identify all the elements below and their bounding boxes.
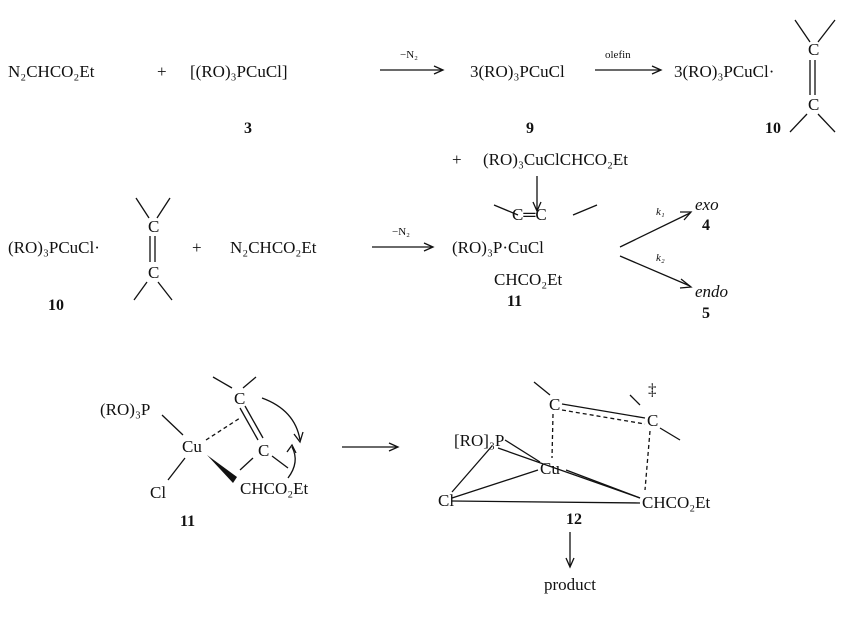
curved-arrow xyxy=(261,397,301,441)
olefin-bond xyxy=(659,427,681,441)
ts-phosphite-ligand: [RO]₃P xyxy=(454,431,504,450)
intermediate-olefin: C═C xyxy=(512,205,547,224)
arrow-head xyxy=(651,65,663,75)
olefin-bond xyxy=(212,376,233,389)
olefin-carbon: C xyxy=(808,95,819,114)
diazo-ester: N₂CHCO₂Et xyxy=(8,62,95,81)
wedge-bond xyxy=(207,455,237,483)
plus-sign: + xyxy=(157,62,167,81)
curved-arrow xyxy=(287,446,296,479)
arrow-head xyxy=(679,278,693,289)
compound-number-11: 11 xyxy=(180,513,195,530)
arrow-label-olefin: olefin xyxy=(605,49,631,61)
olefin-bond xyxy=(629,394,641,406)
compound-number-10: 10 xyxy=(765,120,781,137)
plus-sign: + xyxy=(192,238,202,257)
olefin-bond xyxy=(789,113,808,133)
ts-partial-bond xyxy=(561,409,646,425)
copper-atom: Cu xyxy=(182,437,202,456)
olefin-bond xyxy=(533,381,551,396)
compound-number-9: 9 xyxy=(526,120,534,137)
arrow-head xyxy=(565,557,575,569)
olefin-bond xyxy=(157,281,173,301)
arrow-head xyxy=(680,211,693,221)
arrow-head xyxy=(423,242,435,252)
double-bond xyxy=(244,405,264,439)
product-label: product xyxy=(544,575,596,594)
ts-cu-olefin-bond xyxy=(551,413,554,459)
compound-number-3: 3 xyxy=(244,120,252,137)
olefin-bond xyxy=(271,455,289,469)
compound-number-12: 12 xyxy=(566,511,582,528)
olefin-bond xyxy=(817,113,836,133)
compound-number-4: 4 xyxy=(702,217,710,234)
ts-p-cl-line xyxy=(451,445,493,493)
olefin-bond xyxy=(239,457,254,471)
olefin-carbon: C xyxy=(148,217,159,236)
catalyst-formula: [(RO)₃PCuCl] xyxy=(190,62,288,81)
ts-olefin-carbon: C xyxy=(549,395,560,414)
pi-coordination-bond xyxy=(205,417,241,441)
intermediate-metal-complex: (RO)₃P·CuCl xyxy=(452,238,544,257)
olefin-bond xyxy=(794,19,811,43)
diazo-ester: N₂CHCO₂Et xyxy=(230,238,317,257)
copper-carbenoid-byproduct: (RO)₃CuClCHCO₂Et xyxy=(483,150,628,169)
double-bond xyxy=(239,407,259,441)
ts-cl-c-line xyxy=(451,500,641,504)
ts-carbene-group: CHCO₂Et xyxy=(642,493,711,512)
endo-arrow xyxy=(619,255,691,287)
p-cu-bond xyxy=(161,414,184,436)
olefin-carbon: C xyxy=(258,441,269,460)
intermediate-carbene: CHCO₂Et xyxy=(494,270,563,289)
ts-cl-cu-line xyxy=(451,469,539,499)
ts-cu-c-line xyxy=(565,469,641,499)
compound-number-5: 5 xyxy=(702,305,710,322)
ts-chloride-atom: Cl xyxy=(438,491,454,510)
ts-copper-atom: Cu xyxy=(540,459,560,478)
cu-cl-bond xyxy=(167,457,186,481)
olefin-bond xyxy=(135,197,150,219)
arrow-head xyxy=(286,443,297,454)
transition-state-symbol: ‡ xyxy=(648,380,657,399)
olefin-carbon: C xyxy=(234,389,245,408)
olefin-bond xyxy=(572,204,598,216)
monomer-formula: 3(RO)₃PCuCl xyxy=(470,62,565,81)
olefin-carbon: C xyxy=(148,263,159,282)
exo-arrow xyxy=(619,212,691,248)
ts-olefin-carbon: C xyxy=(647,411,658,430)
arrow-head xyxy=(532,201,542,213)
compound-number-10: 10 xyxy=(48,297,64,314)
chloride-atom: Cl xyxy=(150,483,166,502)
olefin-complex-formula: (RO)₃PCuCl· xyxy=(8,238,100,257)
exo-product: exo xyxy=(695,195,719,214)
arrow-label-n2-loss: −N₂ xyxy=(392,226,410,238)
arrow-label-n2-loss: −N₂ xyxy=(400,49,418,61)
arrow-head xyxy=(433,65,445,75)
rate-constant-k2: k₂ xyxy=(656,252,665,264)
arrow-head xyxy=(388,442,400,452)
phosphite-ligand: (RO)₃P xyxy=(100,400,150,419)
olefin-bond xyxy=(493,204,519,216)
arrow-head xyxy=(293,431,304,444)
ts-forming-bond xyxy=(644,430,651,491)
olefin-bond xyxy=(817,19,836,43)
ts-p-cu-bond xyxy=(504,439,541,463)
olefin-bond xyxy=(156,197,171,219)
olefin-complex-formula: 3(RO)₃PCuCl· xyxy=(674,62,774,81)
plus-sign: + xyxy=(452,150,462,169)
rate-constant-k1: k₁ xyxy=(656,206,665,218)
olefin-bond xyxy=(133,281,148,301)
endo-product: endo xyxy=(695,282,728,301)
olefin-bond xyxy=(242,376,257,389)
olefin-carbon: C xyxy=(808,40,819,59)
compound-number-11: 11 xyxy=(507,293,522,310)
carbene-group: CHCO₂Et xyxy=(240,479,309,498)
ts-double-bond xyxy=(561,403,646,419)
